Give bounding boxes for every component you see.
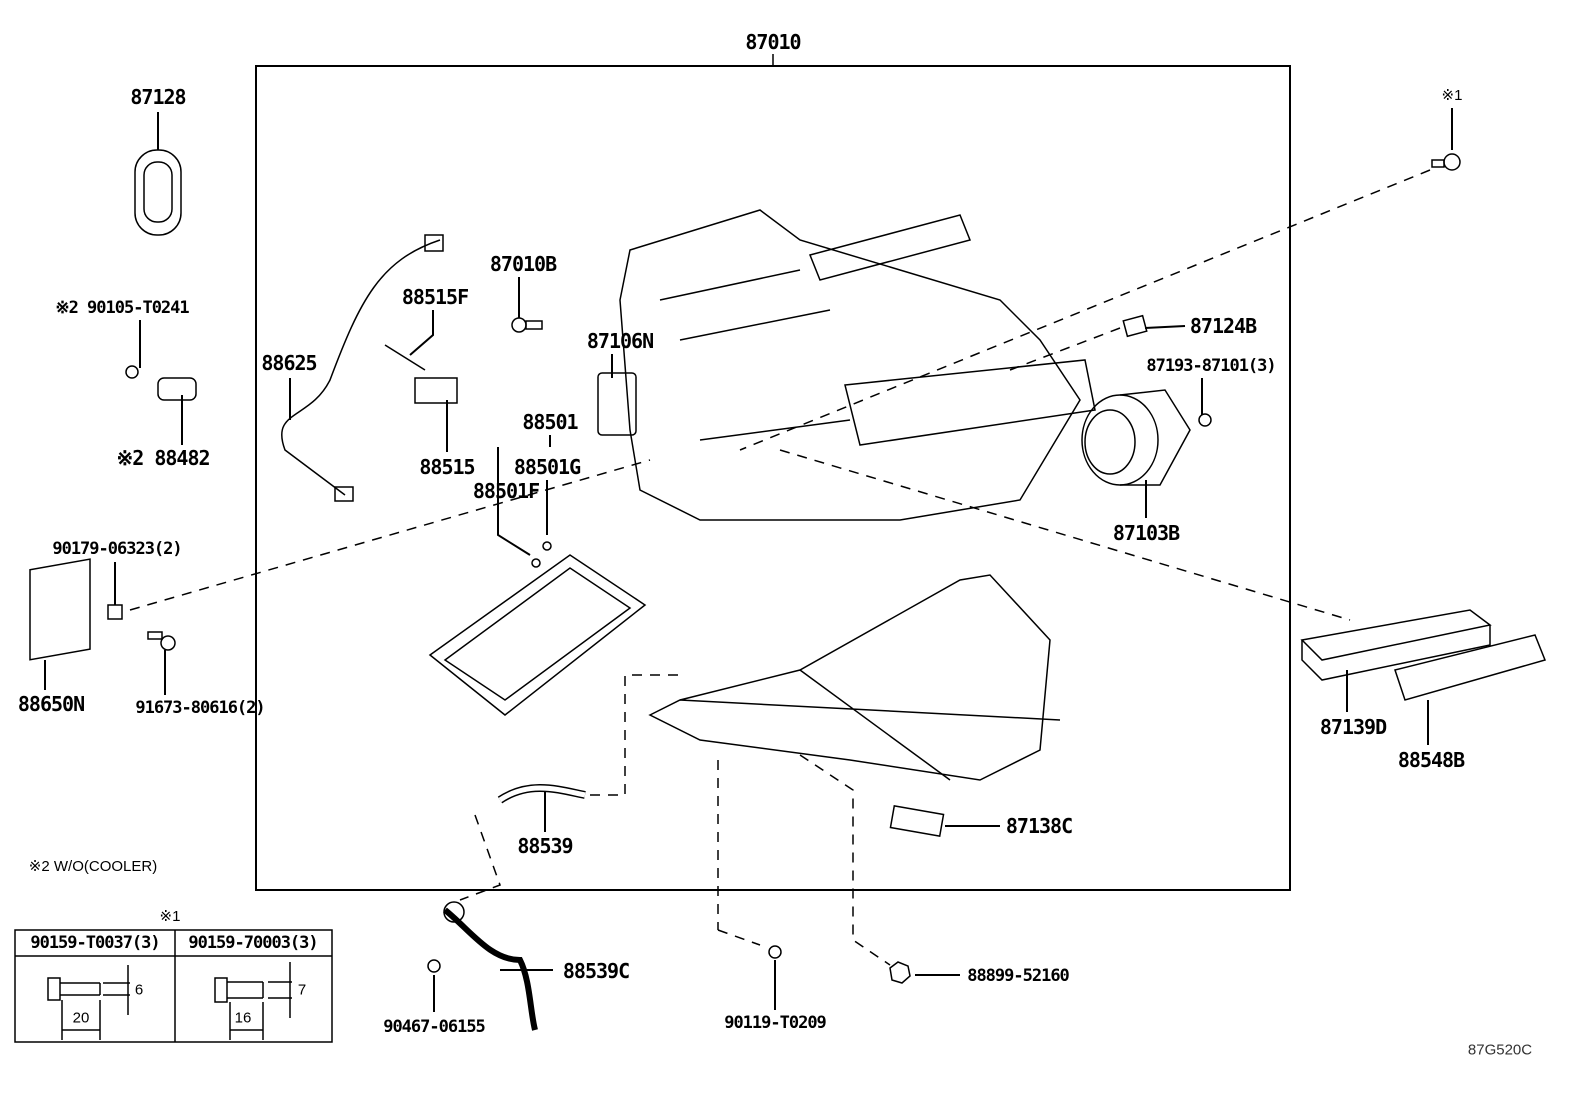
label-90119-T0209[interactable]: 90119-T0209 [724, 1013, 827, 1033]
label-91673-80616[interactable]: 91673-80616(2) [135, 698, 265, 718]
label-88501G[interactable]: 88501G [513, 455, 581, 479]
label-87138C[interactable]: 87138C [1005, 814, 1073, 838]
bolt-table-part-1[interactable]: 90159-T0037(3) [30, 933, 160, 953]
label-87128[interactable]: 87128 [130, 85, 186, 109]
blower-motor [1081, 389, 1191, 486]
label-88482[interactable]: ※2 88482 [116, 446, 210, 470]
cabin-filter [1300, 609, 1492, 681]
label-88515F[interactable]: 88515F [401, 285, 469, 309]
label-87124B[interactable]: 87124B [1189, 314, 1257, 338]
label-88548B[interactable]: 88548B [1397, 748, 1465, 772]
footnote-without-cooler: ※2 W/O(COOLER) [28, 858, 158, 875]
gasket-87128 [134, 149, 182, 236]
heater-core [428, 554, 647, 716]
label-88650N[interactable]: 88650N [17, 692, 85, 716]
label-87106N[interactable]: 87106N [586, 329, 654, 353]
bolt-2-diameter: 7 [297, 981, 307, 999]
bolt-spec-table-frame [14, 929, 333, 1043]
label-87103B[interactable]: 87103B [1112, 521, 1180, 545]
lower-case [648, 574, 1061, 781]
label-90105-T0241[interactable]: ※2 90105-T0241 [55, 298, 189, 318]
diagram-code: 87G520C [1467, 1041, 1533, 1059]
bolt-table-part-2[interactable]: 90159-70003(3) [188, 933, 318, 953]
bolt-2-length: 16 [234, 1009, 252, 1027]
label-90179-06323[interactable]: 90179-06323(2) [52, 539, 182, 559]
label-87010B[interactable]: 87010B [489, 252, 557, 276]
bolt-1-length: 20 [72, 1009, 90, 1027]
hvac-case [619, 209, 1096, 521]
assembly-frame [255, 65, 1291, 891]
label-88501F[interactable]: 88501F [472, 479, 540, 503]
label-88515[interactable]: 88515 [419, 455, 475, 479]
label-88625[interactable]: 88625 [261, 351, 317, 375]
label-88501[interactable]: 88501 [522, 410, 578, 434]
label-87010[interactable]: 87010 [745, 30, 801, 54]
label-88899-52160[interactable]: 88899-52160 [967, 966, 1070, 986]
label-88539[interactable]: 88539 [517, 834, 573, 858]
bolt-table-mark: ※1 [159, 908, 181, 925]
mark-1-note: ※1 [1441, 87, 1463, 104]
label-87193-87101[interactable]: 87193-87101(3) [1146, 356, 1276, 376]
bolt-1-diameter: 6 [134, 981, 144, 999]
label-88539C[interactable]: 88539C [562, 959, 630, 983]
label-87139D[interactable]: 87139D [1319, 715, 1387, 739]
label-90467-06155[interactable]: 90467-06155 [383, 1017, 486, 1037]
